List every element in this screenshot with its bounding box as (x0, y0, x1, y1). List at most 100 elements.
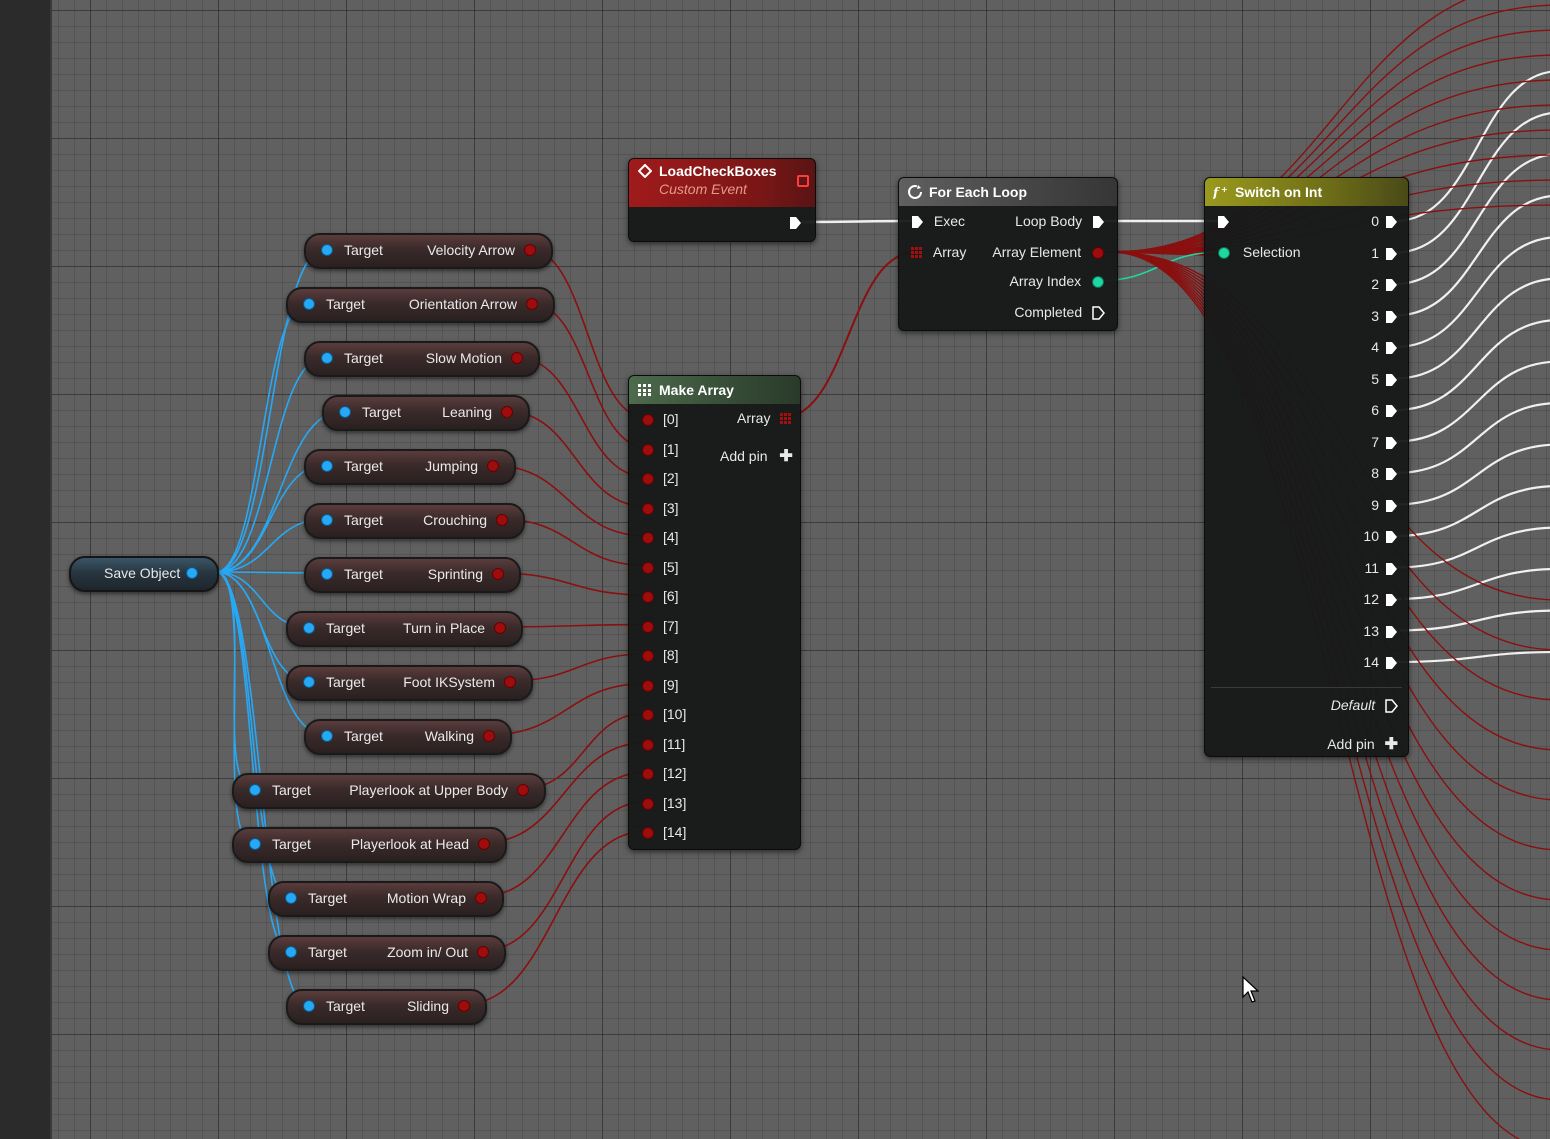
getter-target-pin[interactable] (322, 245, 332, 255)
make-array-input-pin[interactable] (643, 769, 653, 780)
getter-target-pin[interactable] (322, 461, 332, 471)
getter-output-pin[interactable] (518, 785, 528, 795)
switch-output-exec-pin[interactable] (1385, 436, 1398, 450)
for-each-exec-in-pin[interactable] (911, 215, 924, 229)
switch-output-exec-pin[interactable] (1385, 530, 1398, 544)
getter-target-pin[interactable] (304, 299, 314, 309)
getter-output-pin[interactable] (459, 1001, 469, 1011)
getter-target-pin[interactable] (304, 677, 314, 687)
getter-output-pin[interactable] (479, 839, 489, 849)
for-each-completed-pin[interactable] (1092, 306, 1105, 321)
getter-output-pin[interactable] (505, 677, 515, 687)
getter-target-pin[interactable] (286, 947, 296, 957)
getter-output-pin[interactable] (497, 515, 507, 525)
getter-target-pin[interactable] (322, 731, 332, 741)
getter-target-pin[interactable] (250, 785, 260, 795)
make-array-input-pin[interactable] (643, 533, 653, 544)
save-object-node[interactable]: Save Object (69, 556, 219, 592)
getter-target-pin[interactable] (322, 569, 332, 579)
make-array-input-pin[interactable] (643, 444, 653, 455)
switch-add-pin-label: Add pin (1327, 736, 1375, 752)
make-array-input-pin[interactable] (643, 739, 653, 750)
getter-target-pin[interactable] (304, 1001, 314, 1011)
getter-output-pin[interactable] (495, 623, 505, 633)
switch-output-exec-pin[interactable] (1385, 499, 1398, 513)
switch-output-exec-pin[interactable] (1385, 373, 1398, 387)
getter-target-pin[interactable] (286, 893, 296, 903)
getter-output-pin[interactable] (502, 407, 512, 417)
make-array-output-pin[interactable] (780, 413, 793, 426)
getter-output-pin[interactable] (493, 569, 503, 579)
getter-output-pin[interactable] (527, 299, 537, 309)
getter-target-pin[interactable] (304, 623, 314, 633)
make-array-input-pin[interactable] (643, 503, 653, 514)
switch-output-exec-pin[interactable] (1385, 341, 1398, 355)
switch-output-exec-pin[interactable] (1385, 656, 1398, 670)
save-object-output-pin[interactable] (187, 568, 197, 578)
getter-target-pin[interactable] (250, 839, 260, 849)
for-each-loop-body-pin[interactable] (1092, 215, 1105, 229)
switch-default-row: Default (1331, 695, 1398, 715)
make-array-node[interactable]: Make Array [0][1][2][3][4][5][6][7][8][9… (628, 375, 801, 850)
switch-output-exec-pin[interactable] (1385, 593, 1398, 607)
make-array-input-pin[interactable] (643, 651, 653, 662)
getter-output-pin[interactable] (525, 245, 535, 255)
switch-add-pin[interactable]: Add pin ✚ (1327, 734, 1398, 754)
for-each-loop-node[interactable]: For Each Loop Exec Array Loop Body Array… (898, 177, 1118, 331)
getter-output-pin[interactable] (484, 731, 494, 741)
make-array-input-pin[interactable] (643, 710, 653, 721)
make-array-input-pin[interactable] (643, 592, 653, 603)
switch-output-exec-pin[interactable] (1385, 247, 1398, 261)
switch-output-label: 7 (1371, 433, 1379, 450)
getter-target-pin[interactable] (322, 353, 332, 363)
make-array-input-pin[interactable] (643, 415, 653, 426)
getter-output-pin[interactable] (488, 461, 498, 471)
for-each-array-in-row: Array (911, 242, 966, 262)
switch-selection-pin[interactable] (1219, 248, 1229, 259)
switch-output-exec-pin[interactable] (1385, 625, 1398, 639)
switch-output-exec-pin[interactable] (1385, 310, 1398, 324)
switch-output-exec-pin[interactable] (1385, 467, 1398, 481)
make-array-input-pin[interactable] (643, 680, 653, 691)
getter-target-pin[interactable] (322, 515, 332, 525)
make-array-input-pin[interactable] (643, 621, 653, 632)
switch-output-exec-pin[interactable] (1385, 215, 1398, 229)
make-array-input-pin[interactable] (643, 474, 653, 485)
switch-output-exec-pin[interactable] (1385, 278, 1398, 292)
for-each-array-index-pin[interactable] (1093, 277, 1103, 288)
make-array-input-pin[interactable] (643, 828, 653, 839)
make-array-input-pin[interactable] (643, 562, 653, 573)
custom-event-node[interactable]: LoadCheckBoxes Custom Event (628, 158, 816, 242)
getter-target-pin[interactable] (340, 407, 350, 417)
event-delegate-pin[interactable] (797, 175, 809, 187)
make-array-input-pin[interactable] (643, 798, 653, 809)
getter-output-pin[interactable] (512, 353, 522, 363)
switch-output-exec-pin[interactable] (1385, 404, 1398, 418)
for-each-array-element-pin[interactable] (1093, 248, 1103, 259)
for-each-array-in-pin[interactable] (911, 247, 923, 260)
bool-wire (486, 682, 648, 736)
getter-output-pin[interactable] (476, 893, 486, 903)
getter-output-pin[interactable] (478, 947, 488, 957)
switch-output-exec-pin[interactable] (1385, 562, 1398, 576)
event-exec-out-pin[interactable] (789, 216, 802, 230)
switch-exec-in-pin[interactable] (1217, 215, 1230, 229)
switch-default-pin[interactable] (1385, 699, 1398, 714)
make-array-add-pin[interactable]: Add pin ✚ (720, 446, 793, 466)
